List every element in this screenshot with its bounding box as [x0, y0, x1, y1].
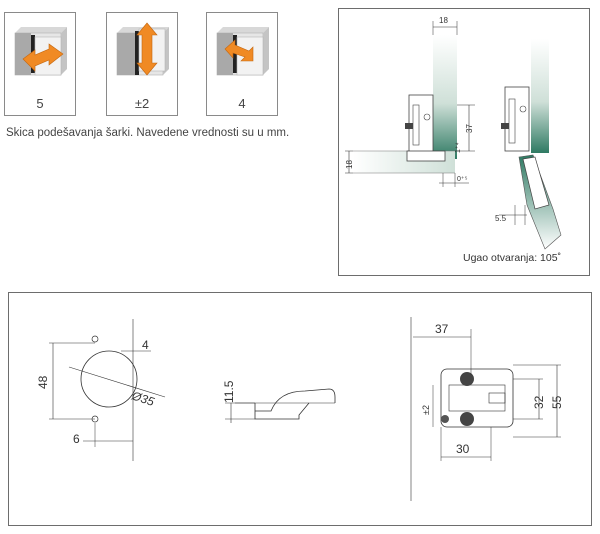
mount-drawing-panel: 18 37 1⁺⁴ 18 0⁺⁵ 5.5 Ugao otvaranja: 105…: [338, 8, 590, 276]
adjustment-value: 5: [36, 96, 44, 111]
plate-screw: [460, 412, 474, 426]
adjustment-card-vertical: ±2: [106, 12, 178, 116]
dim-tolerance-v: 1⁺⁴: [455, 142, 462, 153]
dim-cup-bottom: 6: [73, 432, 80, 446]
dim-cup-vertical: 48: [36, 375, 50, 389]
adjustment-card-depth: 4: [206, 12, 278, 116]
dim-plate-tolerance: ±2: [421, 405, 431, 415]
caption: Skica podešavanja šarki. Navedene vredno…: [6, 127, 290, 139]
dim-profile-height: 11.5: [222, 380, 236, 403]
mount-drawing: 18 37 1⁺⁴ 18 0⁺⁵ 5.5 Ugao otvaranja: 105…: [345, 16, 562, 264]
adjustment-value: 4: [238, 96, 246, 111]
hinge-body-open: [504, 86, 530, 152]
door-panel: [433, 35, 457, 159]
adjustment-card-horizontal: 5: [4, 12, 76, 116]
dim-door-thickness: 18: [439, 16, 448, 25]
tech-drawing: Ø35 48 4 6 11.5 37 32 55: [36, 317, 564, 501]
mounting-plate: [440, 368, 514, 428]
dim-height: 37: [465, 124, 474, 133]
tech-drawing-panel: Ø35 48 4 6 11.5 37 32 55: [8, 292, 592, 526]
dim-plate-outer: 55: [550, 395, 564, 409]
dim-tolerance-h: 0⁺⁵: [457, 176, 468, 183]
dim-plate-base: 30: [456, 442, 470, 456]
hinge-profile: [255, 388, 336, 412]
dim-gap: 5.5: [495, 214, 507, 223]
dim-plate-width: 37: [435, 322, 449, 336]
opening-angle: Ugao otvaranja: 105˚: [463, 252, 561, 264]
cup-hole: [80, 350, 138, 408]
dim-panel-thickness: 18: [345, 160, 354, 169]
plate-screw: [460, 372, 474, 386]
adjustment-value: ±2: [134, 96, 150, 111]
dim-cup-offset: 4: [142, 338, 149, 352]
dim-plate-inner: 32: [532, 395, 546, 409]
door-panel-open: [531, 39, 549, 153]
